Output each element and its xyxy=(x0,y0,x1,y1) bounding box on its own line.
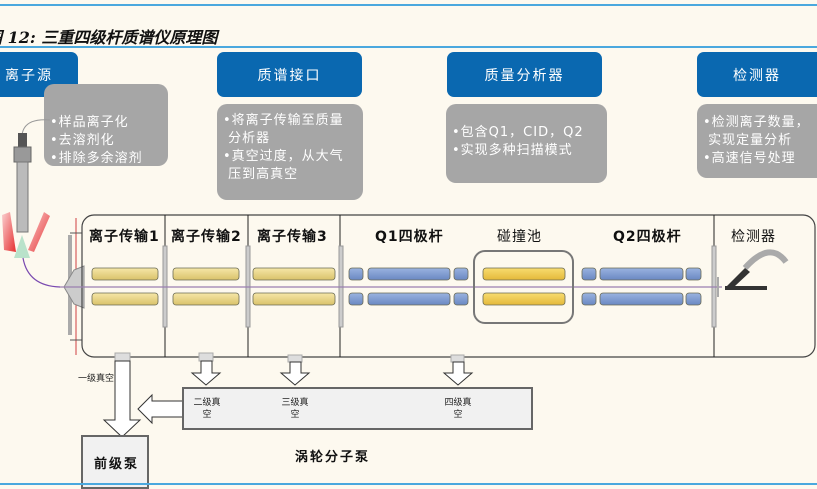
rod xyxy=(581,267,597,281)
title-rule xyxy=(0,46,817,48)
section-ion-transfer-3: 离子传输3 xyxy=(257,229,328,245)
vacuum-label-4: 四级真空 xyxy=(444,398,472,420)
rod xyxy=(453,292,469,306)
bullet: •实现多种扫描模式 xyxy=(452,143,573,158)
bullet: 分析器 xyxy=(228,131,271,146)
bullet: •将离子传输至质量 xyxy=(223,113,344,128)
bullet: 压到高真空 xyxy=(228,167,299,182)
figure-title: 图 12: 三重四级杆质谱仪原理图 xyxy=(0,28,218,47)
fore-pump-box xyxy=(81,435,149,489)
bullet: •检测离子数量， xyxy=(703,115,810,130)
stage-label: 质量分析器 xyxy=(484,67,565,84)
rod xyxy=(252,267,336,281)
esi-needle-icon xyxy=(2,119,61,288)
detector-notes: •检测离子数量， 实现定量分析 •高速信号处理 xyxy=(697,104,817,178)
rod xyxy=(482,292,566,306)
vacuum-label-2: 二级真空 xyxy=(193,398,221,420)
detector-icon xyxy=(717,249,789,297)
vacuum-chamber xyxy=(81,214,816,358)
bullet: •去溶剂化 xyxy=(50,133,115,148)
section-q2: Q2四极杆 xyxy=(613,229,682,245)
rod xyxy=(599,267,684,281)
rod-set xyxy=(91,267,702,306)
rod xyxy=(91,267,159,281)
rod xyxy=(599,292,684,306)
bullet: •排除多余溶剂 xyxy=(50,151,143,166)
bullet: •包含Q1，CID，Q2 xyxy=(452,125,584,140)
stage-label: 离子源 xyxy=(5,67,53,84)
rod xyxy=(348,292,364,306)
rod xyxy=(252,292,336,306)
rod xyxy=(91,292,159,306)
rod xyxy=(453,267,469,281)
interface-notes: •将离子传输至质量 分析器 •真空过度，从大气 压到高真空 xyxy=(217,104,363,200)
collision-cell xyxy=(473,250,574,324)
stage-detector: 检测器 xyxy=(697,52,817,97)
rod xyxy=(685,267,702,281)
stage-label: 质谱接口 xyxy=(257,67,322,84)
bullet: •真空过度，从大气 xyxy=(223,149,344,164)
rod xyxy=(685,292,702,306)
rod xyxy=(482,267,566,281)
bullet: 实现定量分析 xyxy=(708,133,793,148)
turbo-pump-label: 涡轮分子泵 xyxy=(295,450,371,465)
rod xyxy=(581,292,597,306)
stage-analyzer: 质量分析器 xyxy=(447,52,602,97)
rod xyxy=(367,292,451,306)
bullet: •高速信号处理 xyxy=(703,151,796,166)
section-q1: Q1四极杆 xyxy=(375,229,444,245)
rod xyxy=(348,267,364,281)
analyzer-notes: •包含Q1，CID，Q2 •实现多种扫描模式 xyxy=(446,104,607,183)
stage-label: 检测器 xyxy=(733,67,781,84)
section-ion-transfer-2: 离子传输2 xyxy=(171,229,242,245)
section-ion-transfer-1: 离子传输1 xyxy=(89,229,160,245)
section-collision-cell: 碰撞池 xyxy=(497,229,542,245)
top-rule xyxy=(0,4,817,6)
stage-interface: 质谱接口 xyxy=(217,52,362,97)
ion-source-notes: •样品离子化 •去溶剂化 •排除多余溶剂 xyxy=(44,84,168,166)
vacuum-label-1: 一级真空 xyxy=(78,374,115,384)
turbo-pump-box xyxy=(182,387,533,430)
fore-pump-label: 前级泵 xyxy=(94,457,140,472)
rod xyxy=(367,267,451,281)
rod xyxy=(172,267,240,281)
bullet: •样品离子化 xyxy=(50,115,129,130)
rod xyxy=(172,292,240,306)
section-detector: 检测器 xyxy=(731,229,776,245)
vacuum-label-3: 三级真空 xyxy=(281,398,309,420)
vacuum-arrows xyxy=(102,360,474,438)
